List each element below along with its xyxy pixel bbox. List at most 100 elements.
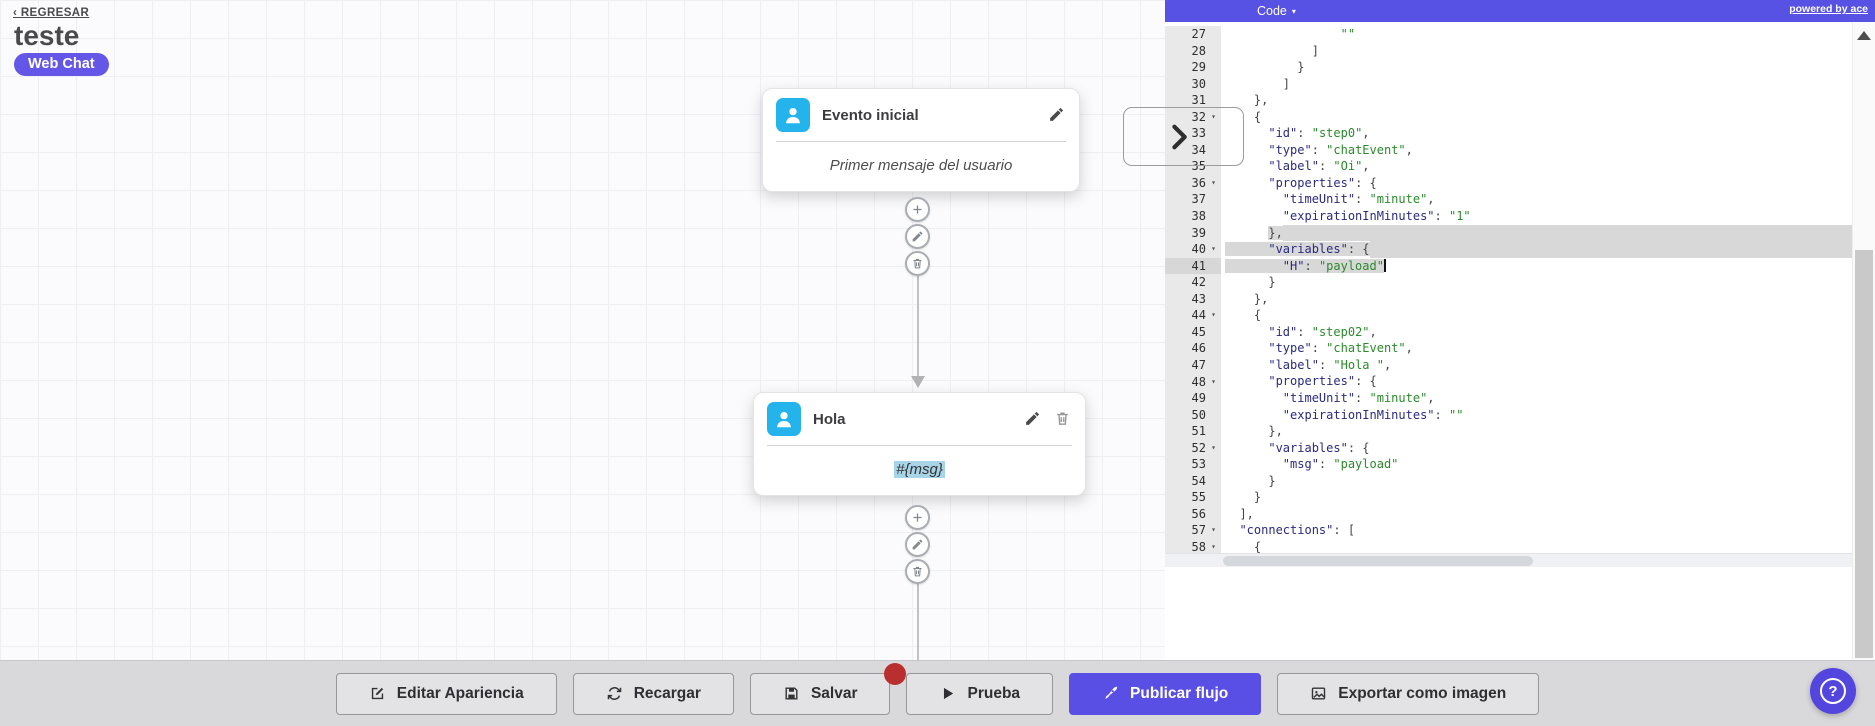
line-number[interactable]: 52▾ [1165,439,1221,457]
help-button[interactable]: ? [1810,668,1856,714]
line-number[interactable]: 37 [1165,191,1221,209]
line-number[interactable]: 30 [1165,75,1221,93]
fold-toggle-icon[interactable]: ▾ [1211,111,1216,121]
code-line-49[interactable]: 49 "timeUnit": "minute", [1165,390,1852,407]
fold-toggle-icon[interactable]: ▾ [1211,310,1216,320]
code-line-48[interactable]: 48▾ "properties": { [1165,373,1852,391]
delete-connection-button[interactable] [905,559,930,584]
flow-node-evento-inicial[interactable]: Evento inicial Primer mensaje del usuari… [762,88,1080,192]
code-line-37[interactable]: 37 "timeUnit": "minute", [1165,191,1852,209]
line-number[interactable]: 49 [1165,390,1221,407]
editar-apariencia-button[interactable]: Editar Apariencia [335,672,557,715]
line-number[interactable]: 42 [1165,274,1221,291]
code-line-56[interactable]: 56 ], [1165,505,1852,523]
edit-node-icon[interactable] [1048,106,1066,124]
line-number[interactable]: 46 [1165,340,1221,357]
line-number[interactable]: 48▾ [1165,373,1221,391]
publicar-flujo-button[interactable]: Publicar flujo [1069,672,1262,715]
code-line-58[interactable]: 58▾ { [1165,538,1852,553]
code-line-57[interactable]: 57▾ "connections": [ [1165,522,1852,539]
line-number[interactable]: 53 [1165,456,1221,473]
code-line-35[interactable]: 35 "label": "Oi", [1165,158,1852,175]
code-line-29[interactable]: 29 } [1165,59,1852,76]
fold-toggle-icon[interactable]: ▾ [1211,177,1216,187]
code-line-51[interactable]: 51 }, [1165,423,1852,440]
line-number[interactable]: 38 [1165,208,1221,225]
code-line-55[interactable]: 55 } [1165,489,1852,506]
line-number[interactable]: 28 [1165,42,1221,60]
scrollbar-up-arrow-icon[interactable] [1857,31,1871,40]
fold-toggle-icon[interactable]: ▾ [1211,525,1216,535]
editor-horizontal-scrollbar[interactable] [1165,553,1852,567]
line-number[interactable]: 55 [1165,489,1221,506]
code-line-46[interactable]: 46 "type": "chatEvent", [1165,340,1852,357]
line-number[interactable]: 35 [1165,158,1221,175]
add-step-button[interactable] [905,505,930,530]
fold-toggle-icon[interactable]: ▾ [1211,376,1216,386]
code-line-42[interactable]: 42 } [1165,274,1852,291]
line-number[interactable]: 56 [1165,505,1221,523]
back-link[interactable]: ‹ REGRESAR [13,7,90,19]
add-step-button[interactable] [905,197,930,222]
code-line-47[interactable]: 47 "label": "Hola ", [1165,356,1852,374]
code-line-53[interactable]: 53 "msg": "payload" [1165,456,1852,473]
code-line-41[interactable]: 41 "H": "payload" [1165,257,1852,275]
code-line-40[interactable]: 40▾ "variables": { [1165,241,1852,258]
recargar-button[interactable]: Recargar [572,672,734,715]
code-line-54[interactable]: 54 } [1165,472,1852,490]
code-line-36[interactable]: 36▾ "properties": { [1165,174,1852,192]
node-body[interactable]: #{msg} [754,446,1085,495]
line-number[interactable]: 51 [1165,423,1221,440]
code-line-30[interactable]: 30 ] [1165,75,1852,93]
prueba-button[interactable]: Prueba [906,672,1054,715]
code-line-33[interactable]: 33 "id": "step0", [1165,125,1852,142]
horizontal-scrollbar-thumb[interactable] [1223,556,1533,566]
node-body[interactable]: Primer mensaje del usuario [763,142,1079,191]
line-number[interactable]: 41 [1165,257,1221,275]
code-line-43[interactable]: 43 }, [1165,290,1852,308]
code-line-31[interactable]: 31 }, [1165,92,1852,109]
vertical-scrollbar-thumb[interactable] [1855,250,1873,658]
line-number[interactable]: 50 [1165,406,1221,424]
edit-connection-button[interactable] [905,532,930,557]
code-line-52[interactable]: 52▾ "variables": { [1165,439,1852,457]
line-number[interactable]: 29 [1165,59,1221,76]
edit-node-icon[interactable] [1024,410,1042,428]
code-line-32[interactable]: 32▾ { [1165,108,1852,126]
editor-collapse-handle[interactable] [1123,107,1244,166]
line-number[interactable]: 39 [1165,224,1221,242]
code-line-39[interactable]: 39 }, [1165,224,1852,242]
powered-by-ace-link[interactable]: powered by ace [1789,3,1868,15]
exportar-como-imagen-button[interactable]: Exportar como imagen [1277,672,1540,715]
line-number[interactable]: 57▾ [1165,522,1221,539]
code-line-50[interactable]: 50 "expirationInMinutes": "" [1165,406,1852,424]
editor-code-area[interactable]: 27 ""28 ]29 }30 ]31 },32▾ {33 "id": "ste… [1165,22,1852,553]
line-number[interactable]: 44▾ [1165,307,1221,324]
editor-vertical-scrollbar[interactable] [1852,22,1875,660]
delete-node-icon[interactable] [1054,410,1072,428]
line-number[interactable]: 31 [1165,92,1221,109]
salvar-button[interactable]: Salvar [749,662,907,715]
line-number[interactable]: 34 [1165,141,1221,159]
code-line-38[interactable]: 38 "expirationInMinutes": "1" [1165,208,1852,225]
line-number[interactable]: 45 [1165,323,1221,341]
line-number[interactable]: 47 [1165,356,1221,374]
fold-toggle-icon[interactable]: ▾ [1211,244,1216,254]
line-number[interactable]: 58▾ [1165,538,1221,553]
code-line-27[interactable]: 27 "" [1165,26,1852,43]
fold-toggle-icon[interactable]: ▾ [1211,442,1216,452]
code-line-28[interactable]: 28 ] [1165,42,1852,60]
line-number[interactable]: 36▾ [1165,174,1221,192]
code-mode-dropdown[interactable]: Code ▾ [1257,0,1296,22]
flow-canvas[interactable]: ‹ REGRESAR teste Web Chat Evento inicial… [0,0,1165,726]
code-line-44[interactable]: 44▾ { [1165,307,1852,324]
delete-connection-button[interactable] [905,251,930,276]
line-number[interactable]: 43 [1165,290,1221,308]
flow-node-hola[interactable]: Hola #{msg} [753,392,1086,496]
line-number[interactable]: 40▾ [1165,241,1221,258]
line-number[interactable]: 54 [1165,472,1221,490]
code-line-45[interactable]: 45 "id": "step02", [1165,323,1852,341]
code-line-34[interactable]: 34 "type": "chatEvent", [1165,141,1852,159]
edit-connection-button[interactable] [905,224,930,249]
line-number[interactable]: 32▾ [1165,108,1221,126]
